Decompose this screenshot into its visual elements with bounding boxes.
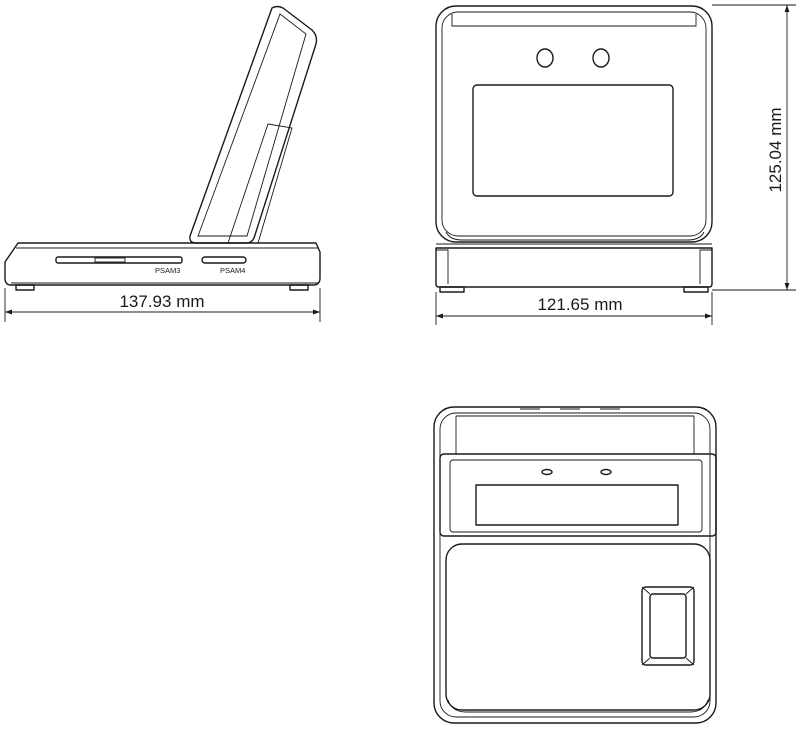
camera-right-icon xyxy=(592,48,610,68)
top-rear-edge xyxy=(455,408,695,454)
front-height-dimension: 125.04 mm xyxy=(712,4,796,291)
front-cameras xyxy=(536,48,610,68)
top-view xyxy=(433,406,717,724)
front-height-label: 125.04 mm xyxy=(766,107,785,192)
slot-label-psam4: PSAM4 xyxy=(220,266,245,275)
top-camera-left-icon xyxy=(541,468,553,476)
front-base xyxy=(435,243,713,293)
top-screen xyxy=(475,484,679,526)
front-body xyxy=(435,5,713,243)
side-screen-panel xyxy=(189,5,318,244)
fingerprint-sensor xyxy=(641,586,695,666)
camera-left-icon xyxy=(536,48,554,68)
top-body xyxy=(433,406,717,724)
side-base: PSAM3 PSAM4 xyxy=(4,242,321,291)
top-camera-right-icon xyxy=(600,468,612,476)
side-view: PSAM3 PSAM4 137.93 mm xyxy=(4,5,321,322)
side-width-dimension: 137.93 mm xyxy=(4,288,321,322)
front-width-dimension: 121.65 mm xyxy=(435,292,713,325)
front-screen xyxy=(472,84,674,197)
front-width-label: 121.65 mm xyxy=(537,295,622,314)
slot-label-psam3: PSAM3 xyxy=(155,266,180,275)
side-width-label: 137.93 mm xyxy=(119,292,204,311)
top-lower-body xyxy=(445,543,711,713)
front-view: 121.65 mm 125.04 mm xyxy=(435,4,796,325)
top-screen-panel xyxy=(439,453,717,537)
